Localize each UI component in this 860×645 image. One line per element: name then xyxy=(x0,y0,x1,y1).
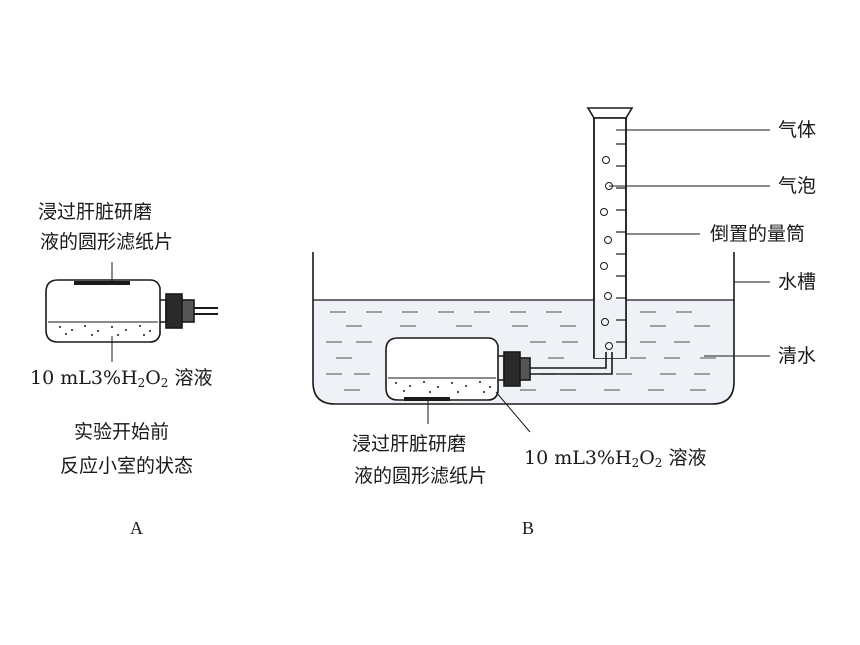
panel-b-paper-label-line2: 液的圆形滤纸片 xyxy=(354,465,488,487)
bottle-a-body xyxy=(45,279,161,343)
bottle-b-filter-paper xyxy=(404,397,450,401)
gas-label: 气体 xyxy=(778,119,817,141)
bottle-a-liquid xyxy=(59,325,151,336)
panel-b-solution-label: 10 mL3%H2O2 溶液 xyxy=(524,447,707,470)
tank-water xyxy=(313,300,734,404)
water-tank xyxy=(312,252,735,405)
bottle-a-stopper xyxy=(165,293,183,329)
delivery-tube xyxy=(530,352,613,375)
bubble-label: 气泡 xyxy=(778,175,817,197)
leader-lines-b xyxy=(427,129,770,433)
bottle-a-filter-paper xyxy=(74,281,130,285)
bottle-a-neck xyxy=(160,299,167,323)
cylinder-graduations xyxy=(616,143,626,343)
bottle-b xyxy=(385,337,531,401)
panel-a-caption-line2: 反应小室的状态 xyxy=(60,455,194,477)
cylinder-label: 倒置的量筒 xyxy=(710,223,806,245)
panel-b-paper-label-line1: 浸过肝脏研磨 xyxy=(352,433,467,455)
inverted-cylinder xyxy=(586,107,634,359)
panel-a-letter: A xyxy=(130,518,143,538)
panel-a-paper-label-line2: 液的圆形滤纸片 xyxy=(40,231,174,253)
panel-b-apparatus xyxy=(312,107,770,433)
panel-a-paper-label-line1: 浸过肝脏研磨 xyxy=(38,201,153,223)
tank-label: 水槽 xyxy=(778,271,817,293)
panel-a-reaction-chamber xyxy=(45,262,218,362)
water-label: 清水 xyxy=(778,345,817,367)
panel-b-letter: B xyxy=(522,518,534,538)
panel-a-caption-line1: 实验开始前 xyxy=(74,421,170,443)
panel-a-solution-label: 10 mL3%H2O2 溶液 xyxy=(30,367,213,390)
